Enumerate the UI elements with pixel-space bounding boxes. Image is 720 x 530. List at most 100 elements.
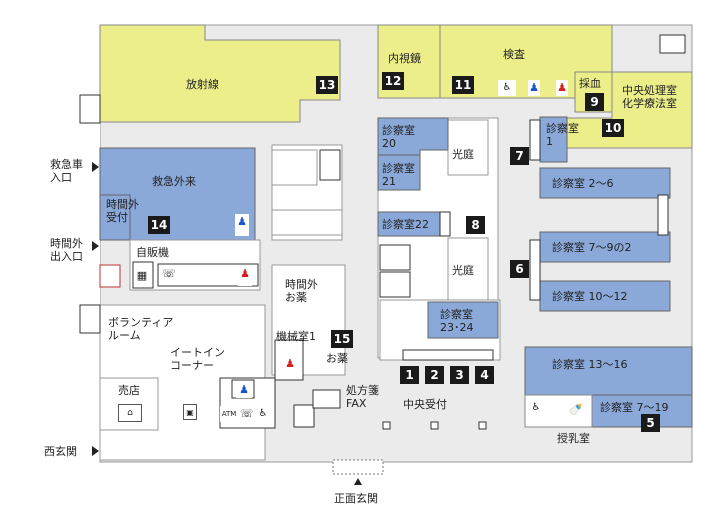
central-stair-block [271,149,318,186]
toilet-stack-a [379,244,411,271]
exam-21-room [377,154,421,191]
courtyard-bottom [447,237,489,301]
exam-label: 検査 [503,48,525,61]
marker-12[interactable]: 12 [382,72,404,90]
atm-icon: ATM [220,406,238,422]
exam-22-room [377,211,441,237]
restroom-icon-machine: ♟ [283,356,297,372]
courtyard-top-label: 光庭 [452,148,474,161]
center-stair-upper [319,149,341,181]
prescription-fax-label: 処方箋 FAX [346,384,379,410]
marker-11[interactable]: 11 [452,76,474,94]
restroom-female-exam-icon: ♟ [556,80,568,96]
marker-3[interactable]: 3 [450,366,469,384]
emergency-label: 救急外来 [152,175,196,188]
exam-7-9-label: 診察室 7～9の2 [552,241,632,254]
exam-2-6-room [539,167,671,199]
vending-label: 自販機 [136,246,169,259]
radiology-label: 放射線 [186,78,219,91]
blood-sampling-label: 採血 [579,77,601,90]
machine-room-label: 機械室1 [276,330,316,343]
exam-23-24-label: 診察室 23･24 [440,308,474,334]
exam-10-12-room [539,280,671,312]
central-processing-label: 中央処理室 化学療法室 [622,84,677,110]
marker-4[interactable]: 4 [475,366,494,384]
front-arrow-icon [354,478,362,485]
exam-7-19-label: 診察室 7～19 [600,401,669,414]
eat-in-icon: ▣ [183,404,197,420]
exam-22-side [439,211,451,237]
west-arrow-icon [92,446,99,456]
left-stair-upper [79,94,101,124]
exam-1-room [539,116,568,163]
vending-machine-icon: ▦ [134,268,150,284]
counter-3 [478,421,487,430]
shop-icon: ⌂ [118,404,142,422]
phone-icon-lower: ☏ [240,406,254,422]
exam-13-16-room [524,346,693,396]
central-room-small [271,209,343,236]
emergency-vehicle-entrance[interactable]: 救急車 入口 [50,158,83,184]
side-corridor-mid [529,239,541,301]
counter-1 [382,421,391,430]
endoscopy-label: 内視鏡 [388,52,421,65]
exam-21-label: 診察室 21 [382,162,415,188]
marker-7[interactable]: 7 [510,147,529,165]
phone-box [157,263,259,287]
restroom-male-exam-icon: ♟ [528,80,540,96]
marker-14[interactable]: 14 [148,216,170,234]
center-stair-mid [312,389,341,409]
radiology-room [99,24,341,123]
phone-icon: ☏ [162,266,176,282]
courtyard-top [447,119,489,176]
marker-1[interactable]: 1 [400,366,419,384]
after-hours-entrance-label: 時間外 出入口 [50,237,83,263]
exam-22-label: 診察室22 [382,218,429,231]
nursing-room-label: 授乳室 [557,432,590,445]
accessible-icon-exam: ♿ [498,80,516,96]
toilet-stack-b [379,271,411,298]
after-hours-reception-label: 時間外 受付 [106,198,139,224]
marker-9[interactable]: 9 [585,93,604,111]
front-entrance-label[interactable]: 正面玄関 [334,492,378,505]
baby-bottle-icon: 🍼 [565,402,587,418]
exam-1-label: 診察室 1 [546,122,579,148]
exam-2-6-label: 診察室 2～6 [552,177,614,190]
side-corridor-right [529,119,541,161]
marker-13[interactable]: 13 [316,76,338,94]
counter-2 [430,421,439,430]
restroom-female-icon: ♟ [238,266,252,286]
accessible-icon-nursing: ♿ [527,400,545,416]
volunteer-room-label: ボランティア ルーム [108,316,174,342]
marker-6[interactable]: 6 [510,260,529,278]
west-entrance[interactable]: 西玄関 [44,445,77,458]
exam-13-16-label: 診察室 13～16 [552,358,628,371]
left-stair-lower [79,304,101,334]
reception-counter [402,349,494,361]
marker-5[interactable]: 5 [641,414,660,432]
courtyard-bottom-label: 光庭 [452,264,474,277]
marker-2[interactable]: 2 [425,366,444,384]
after-hours-reception-room [99,194,131,241]
after-hours-pharmacy-label: 時間外 お薬 [285,278,318,304]
after-hours-entrance[interactable]: 時間外 出入口 [50,237,83,263]
marker-10[interactable]: 10 [602,119,624,137]
exam-10-12-label: 診察室 10～12 [552,290,628,303]
marker-15[interactable]: 15 [331,330,353,348]
central-reception-label: 中央受付 [403,398,447,411]
accessible-icon-lower: ♿ [254,406,272,422]
side-corridor-low [657,194,669,236]
after-hours-door [99,264,121,288]
right-stair [659,34,686,54]
eat-in-label: イートイン コーナー [170,346,225,372]
medicine-label: お薬 [326,352,348,365]
restroom-male-icon: ♟ [235,214,249,236]
after-hours-arrow-icon [92,241,99,251]
marker-8[interactable]: 8 [466,216,485,234]
exam-20-label: 診察室 20 [382,124,415,150]
exam-23-24-room [427,301,499,339]
restroom-icon-lower: ♟ [236,382,252,398]
pharmacy-block [271,264,346,376]
emergency-vehicle-arrow-icon [92,162,99,172]
